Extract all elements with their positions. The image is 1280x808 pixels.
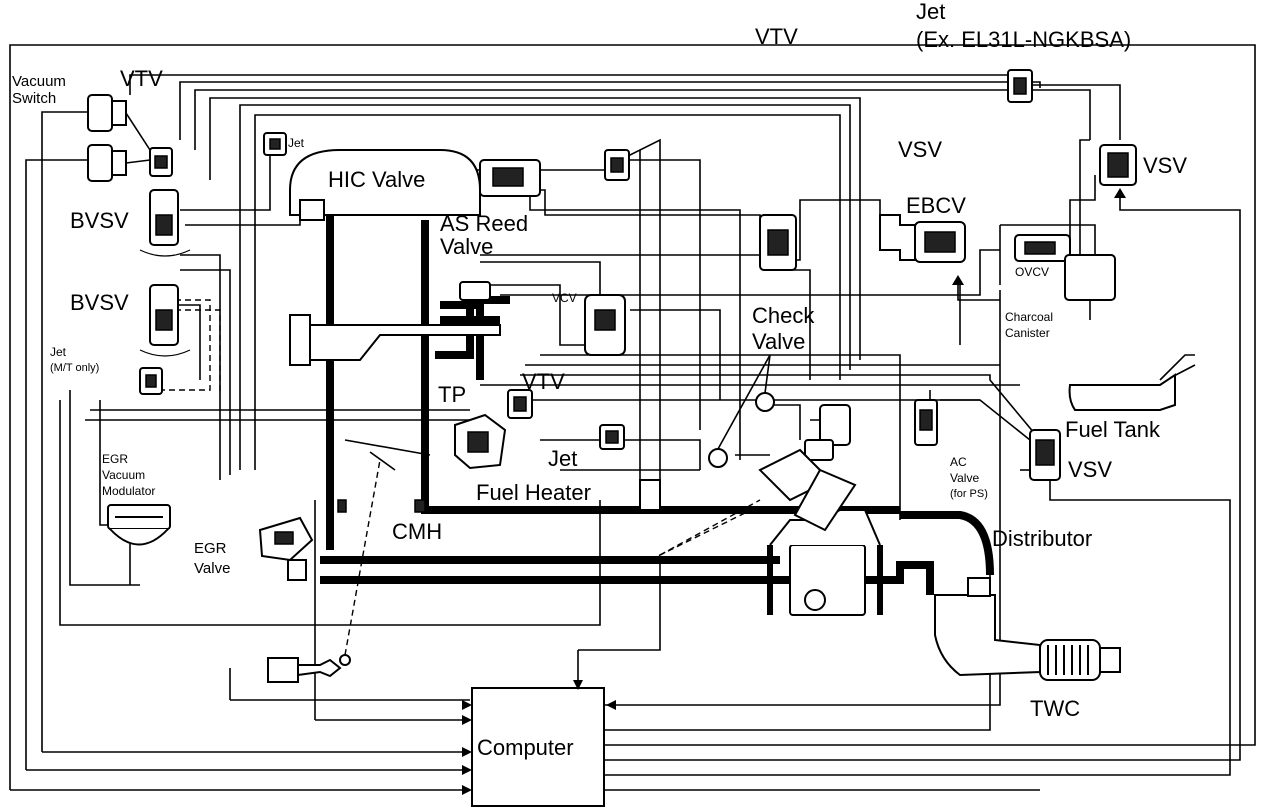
egr-vacuum-modulator [107,504,171,546]
label-ac-valve-1: AC [950,455,967,469]
twc [1039,639,1121,681]
check-valve [708,354,775,468]
engine-cylinder [758,448,883,616]
label-charcoal-1: Charcoal [1005,310,1053,324]
label-jet-mt-1: Jet [50,345,67,359]
label-egr-mod-3: Modulator [102,484,155,498]
label-egr-valve-1: EGR [194,540,227,557]
label-cmh: CMH [392,519,442,544]
vtv-left-valve [149,147,173,177]
egr-valve [258,516,314,581]
label-vsv-mid: VSV [898,137,942,162]
label-check-valve-1: Check [752,303,815,328]
carburetor-assembly [454,404,851,511]
vcv-valve [584,294,626,356]
hic-valve [289,149,541,221]
label-as-reed-2: Valve [440,234,493,259]
label-ac-valve-2: Valve [950,471,979,485]
label-distributor: Distributor [992,526,1092,551]
vsv-mid-valve [759,214,797,271]
label-as-reed-1: AS Reed [440,211,528,236]
jet-top-right [1007,69,1033,103]
vacuum-switch [87,94,151,182]
label-vacuum-switch-2: Switch [12,90,56,107]
label-vsv-right-top: VSV [1143,153,1187,178]
ac-valve [914,399,938,446]
label-vcv: VCV [552,291,577,305]
label-check-valve-2: Valve [752,329,805,354]
label-ovcv: OVCV [1015,265,1049,279]
labels: Jet (Ex. EL31L-NGKBSA) VTV Vacuum Switch… [12,0,1187,760]
vsv-right-top-valve [1099,144,1137,198]
ebcv-valve [879,214,1000,301]
jet-top-left [263,132,287,156]
label-fuel-tank: Fuel Tank [1065,417,1161,442]
ovcv-valve [1014,234,1071,262]
label-bvsv-2: BVSV [70,290,129,315]
label-vsv-right-low: VSV [1068,457,1112,482]
label-vacuum-switch-1: Vacuum [12,73,66,90]
label-vtv-lower: VTV [522,369,565,394]
vtv-lower-valve [507,389,533,419]
jet-lower [599,424,625,450]
label-hic-valve: HIC Valve [328,167,425,192]
label-computer: Computer [477,735,574,760]
label-egr-mod-2: Vacuum [102,468,145,482]
label-vtv-top: VTV [755,24,798,49]
label-ac-valve-3: (for PS) [950,488,988,500]
label-charcoal-2: Canister [1005,326,1050,340]
label-jet-top: Jet [916,0,945,24]
label-egr-valve-2: Valve [194,560,230,577]
distributor [934,577,1041,677]
label-jet-top-note: (Ex. EL31L-NGKBSA) [916,27,1131,52]
label-ebcv: EBCV [906,193,966,218]
label-jet-lower: Jet [548,446,577,471]
label-jet-small: Jet [288,136,305,150]
charcoal-canister [1064,254,1116,320]
computer-ecu [462,680,616,807]
bvsv-upper [139,189,191,257]
vsv-right-low-valve [1029,429,1061,481]
cmh-link [337,499,761,561]
label-egr-mod-1: EGR [102,452,128,466]
label-tp: TP [438,382,466,407]
throttle-body [289,281,501,366]
label-vtv-left: VTV [120,66,163,91]
harness-lines [9,44,1256,791]
fuel-tank [1068,354,1196,411]
label-twc: TWC [1030,696,1080,721]
label-jet-mt-2: (M/T only) [50,362,99,374]
label-fuel-heater: Fuel Heater [476,480,591,505]
throttle-sensor [267,439,431,683]
jet-mt-only [139,367,163,395]
label-bvsv-1: BVSV [70,208,129,233]
bvsv-lower [139,284,191,357]
vtv-top-valve [604,149,630,181]
